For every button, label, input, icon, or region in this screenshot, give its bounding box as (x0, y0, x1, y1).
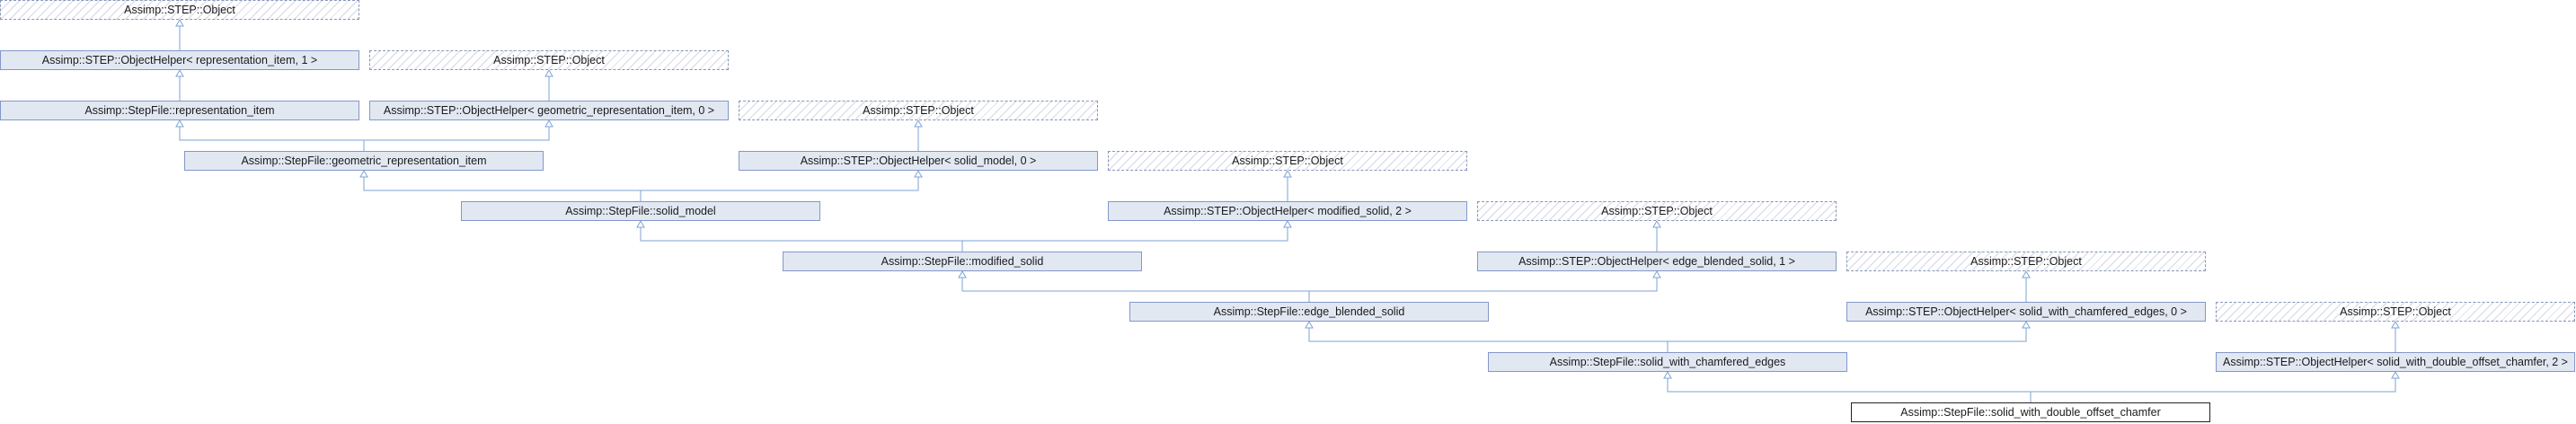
edge-h4-to-o4 (1283, 169, 1292, 201)
node-objecthelper-solid-with-chamfered-edges[interactable]: Assimp::STEP::ObjectHelper< solid_with_c… (1846, 302, 2206, 322)
edge-sm-to-gri (359, 169, 642, 201)
edge-cur-to-h7 (2030, 370, 2400, 402)
node-objecthelper-modified-solid[interactable]: Assimp::STEP::ObjectHelper< modified_sol… (1108, 201, 1467, 221)
edge-h5-to-o5 (1652, 219, 1661, 252)
edge-swce-to-h6 (1667, 320, 2031, 352)
edge-gri-to-ri (175, 119, 365, 151)
node-objecthelper-geometric-representation-item[interactable]: Assimp::STEP::ObjectHelper< geometric_re… (369, 101, 729, 120)
node-step-object-4[interactable]: Assimp::STEP::Object (1108, 151, 1467, 171)
edge-ri-to-h1 (175, 68, 184, 101)
edge-h1-to-o1 (175, 18, 184, 50)
node-step-object-6[interactable]: Assimp::STEP::Object (1846, 252, 2206, 271)
node-solid-with-double-offset-chamfer-current: Assimp::StepFile::solid_with_double_offs… (1851, 402, 2210, 422)
node-edge-blended-solid[interactable]: Assimp::StepFile::edge_blended_solid (1129, 302, 1489, 322)
edge-ms-to-sm (636, 219, 963, 252)
edge-cur-to-swce (1663, 370, 2032, 402)
node-objecthelper-solid-with-double-offset-chamfer[interactable]: Assimp::STEP::ObjectHelper< solid_with_d… (2216, 352, 2575, 372)
edge-h3-to-o3 (914, 119, 923, 151)
node-solid-model[interactable]: Assimp::StepFile::solid_model (461, 201, 820, 221)
node-objecthelper-solid-model[interactable]: Assimp::STEP::ObjectHelper< solid_model,… (739, 151, 1098, 171)
node-representation-item[interactable]: Assimp::StepFile::representation_item (0, 101, 359, 120)
edge-swce-to-ebs (1305, 320, 1669, 352)
node-objecthelper-representation-item[interactable]: Assimp::STEP::ObjectHelper< representati… (0, 50, 359, 70)
node-step-object-3[interactable]: Assimp::STEP::Object (739, 101, 1098, 120)
edge-ms-to-h4 (961, 219, 1292, 252)
edge-sm-to-h3 (640, 169, 923, 201)
node-step-object-5[interactable]: Assimp::STEP::Object (1477, 201, 1837, 221)
edge-ebs-to-h5 (1308, 269, 1661, 302)
node-modified-solid[interactable]: Assimp::StepFile::modified_solid (783, 252, 1142, 271)
edge-h6-to-o6 (2022, 269, 2031, 302)
node-solid-with-chamfered-edges[interactable]: Assimp::StepFile::solid_with_chamfered_e… (1488, 352, 1847, 372)
node-geometric-representation-item[interactable]: Assimp::StepFile::geometric_representati… (184, 151, 544, 171)
node-objecthelper-edge-blended-solid[interactable]: Assimp::STEP::ObjectHelper< edge_blended… (1477, 252, 1837, 271)
edge-h2-to-o2 (544, 68, 553, 101)
node-step-object-1[interactable]: Assimp::STEP::Object (0, 0, 359, 20)
edge-h7-to-o7 (2391, 320, 2400, 352)
edge-gri-to-h2 (363, 119, 553, 151)
node-step-object-2[interactable]: Assimp::STEP::Object (369, 50, 729, 70)
edge-ebs-to-ms (958, 269, 1310, 302)
node-step-object-7[interactable]: Assimp::STEP::Object (2216, 302, 2575, 322)
